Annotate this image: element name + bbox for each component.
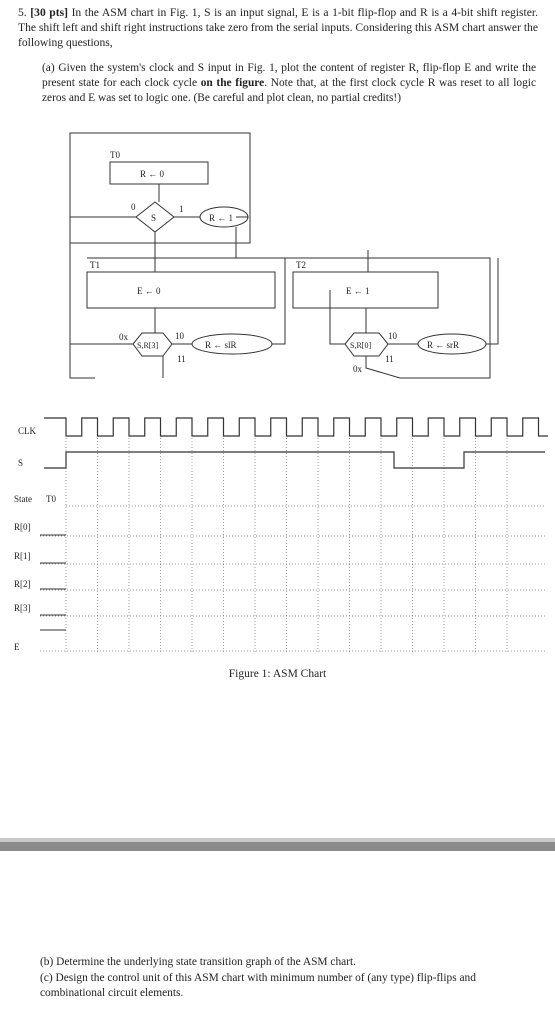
- shift-right-label: R ← srR: [427, 340, 459, 350]
- parts-bc: (b) Determine the underlying state trans…: [40, 955, 536, 1002]
- part-b: (b) Determine the underlying state trans…: [40, 956, 357, 968]
- clk-waveform: [44, 417, 548, 437]
- shift-left-label: R ← slR: [205, 340, 237, 350]
- page-divider: [0, 842, 555, 851]
- question-intro: 5. [30 pts] In the ASM chart in Fig. 1, …: [18, 5, 538, 51]
- part-a-label: (a): [42, 62, 55, 74]
- page-divider-light: [0, 838, 555, 842]
- e-clear-label: E ← 0: [137, 286, 161, 296]
- t0-label: T0: [110, 150, 120, 160]
- question-text: In the ASM chart in Fig. 1, S is an inpu…: [18, 6, 539, 50]
- figure-caption: Figure 1: ASM Chart: [228, 668, 327, 680]
- r-set-label: R ← 1: [209, 213, 233, 223]
- dec-left-11: 11: [177, 354, 186, 364]
- dec-right-11: 11: [385, 354, 394, 364]
- s-waveform: [44, 451, 545, 469]
- part-a-emphasis: on the figure: [200, 77, 265, 89]
- row-initial-stubs: [40, 534, 66, 631]
- part-c: (c) Design the control unit of this ASM …: [40, 972, 476, 999]
- r1-label: R[1]: [14, 551, 31, 561]
- e-set-label: E ← 1: [346, 286, 370, 296]
- t1-label: T1: [90, 260, 100, 270]
- state-t1-box: [86, 271, 276, 309]
- question-points: [30 pts]: [30, 6, 68, 19]
- s-label: S: [18, 458, 23, 468]
- dec-right-0x: 0x: [353, 364, 363, 374]
- e-label: E: [14, 642, 20, 652]
- s-r3-label: S,R[3]: [137, 341, 158, 350]
- s-decision-label: S: [151, 213, 156, 223]
- dec-left-10: 10: [175, 331, 185, 341]
- row-guides: [40, 505, 545, 652]
- part-a: (a) Given the system's clock and S input…: [42, 61, 536, 106]
- branch-0-label: 0: [131, 202, 136, 212]
- branch-1-label: 1: [179, 204, 184, 214]
- r-reset-label: R ← 0: [140, 169, 165, 179]
- part-a-text-end: . Note that, at the first clock cycle R …: [42, 77, 537, 104]
- clk-label: CLK: [18, 426, 37, 436]
- r3-label: R[3]: [14, 603, 31, 613]
- r0-label: R[0]: [14, 522, 31, 532]
- dec-right-10: 10: [388, 331, 398, 341]
- state-initial-label: T0: [46, 494, 56, 504]
- dec-left-0x: 0x: [119, 332, 129, 342]
- part-a-text: Given the system's clock and S input in …: [42, 62, 536, 89]
- t2-label: T2: [296, 260, 306, 270]
- r2-label: R[2]: [14, 579, 31, 589]
- s-r0-label: S,R[0]: [350, 341, 371, 350]
- state-label: State: [14, 494, 32, 504]
- question-number: 5.: [18, 6, 27, 19]
- asm-figure: T0 R ← 0 S 0 1 R ← 1 T1 E ← 0 T2 E ← 1 S…: [14, 132, 548, 652]
